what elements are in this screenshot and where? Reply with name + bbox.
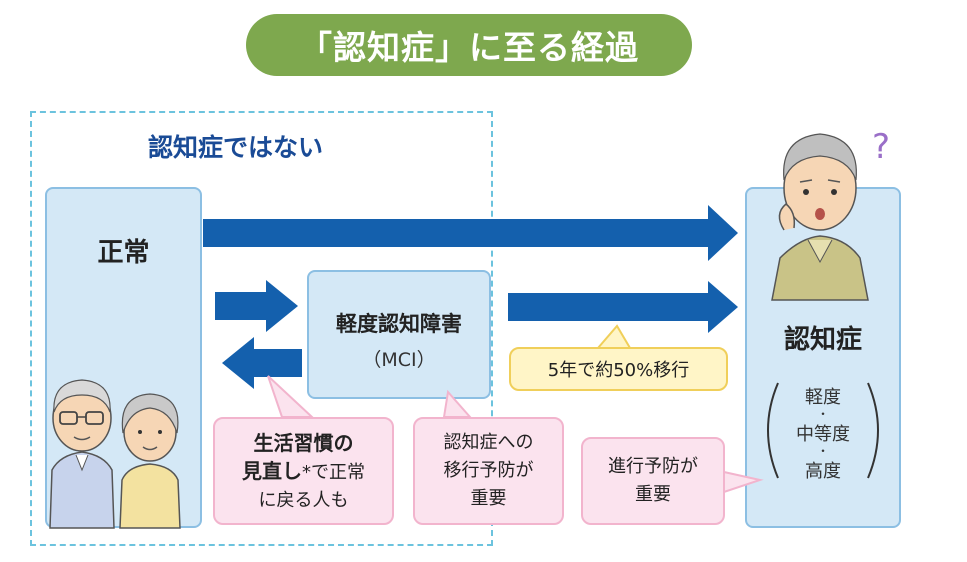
severity-severe: 高度 [805,461,841,482]
return-line-2: 見直し*で正常 [215,457,392,487]
question-mark-icon: ? [872,127,890,167]
return-line-3: に戻る人も [258,490,349,511]
not-dementia-label: 認知症ではない [148,133,324,162]
arrow-mci-to-normal [222,337,302,389]
elderly-couple-icon [49,379,181,529]
severity-mild: 軽度 [805,387,841,408]
severity-moderate: 中等度 [796,424,850,445]
arrow-normal-to-dementia [203,205,738,261]
progress-line-2: 重要 [635,484,671,505]
confused-elderly-man-icon [771,133,869,301]
severity-list: 軽度 ・ 中等度 ・ 高度 [763,375,883,485]
not-dementia-region [30,111,493,546]
return-line-2-rest: *で正常 [302,462,365,483]
progress-callout-tail [723,470,764,494]
bracket-right [867,382,879,479]
mci-callout-tail [442,389,473,418]
return-to-normal-callout: 生活習慣の 見直し*で正常 に戻る人も [213,417,394,525]
progress-line-1: 進行予防が [608,456,698,477]
mci-abbrev: （MCI） [362,349,436,371]
severity-separator-1: ・ [816,407,829,421]
mci-prevent-line-2: 移行予防が [443,460,534,481]
bracket-left [767,382,779,479]
mci-prevention-callout: 認知症への 移行予防が 重要 [413,417,564,525]
dementia-box [745,187,901,528]
return-line-2-bold: 見直し [242,459,302,483]
normal-label: 正常 [97,238,150,268]
mci-box [307,270,491,399]
diagram-title: 「認知症」に至る経過 [246,14,692,76]
return-line-1: 生活習慣の [253,431,354,455]
mci-prevent-line-3: 重要 [470,488,507,509]
progress-prevention-callout: 進行予防が 重要 [581,437,725,525]
mci-title: 軽度認知障害 [336,312,462,336]
mci-prevent-line-1: 認知症への [443,432,534,453]
return-callout-tail [267,375,315,418]
dementia-label: 認知症 [783,325,862,355]
arrow-mci-to-dementia [508,281,738,333]
arrow-normal-to-mci [215,280,298,332]
severity-separator-2: ・ [816,444,829,458]
conversion-rate-callout: 5年で約50%移行 [509,347,728,391]
yellow-callout-tail [595,324,632,349]
